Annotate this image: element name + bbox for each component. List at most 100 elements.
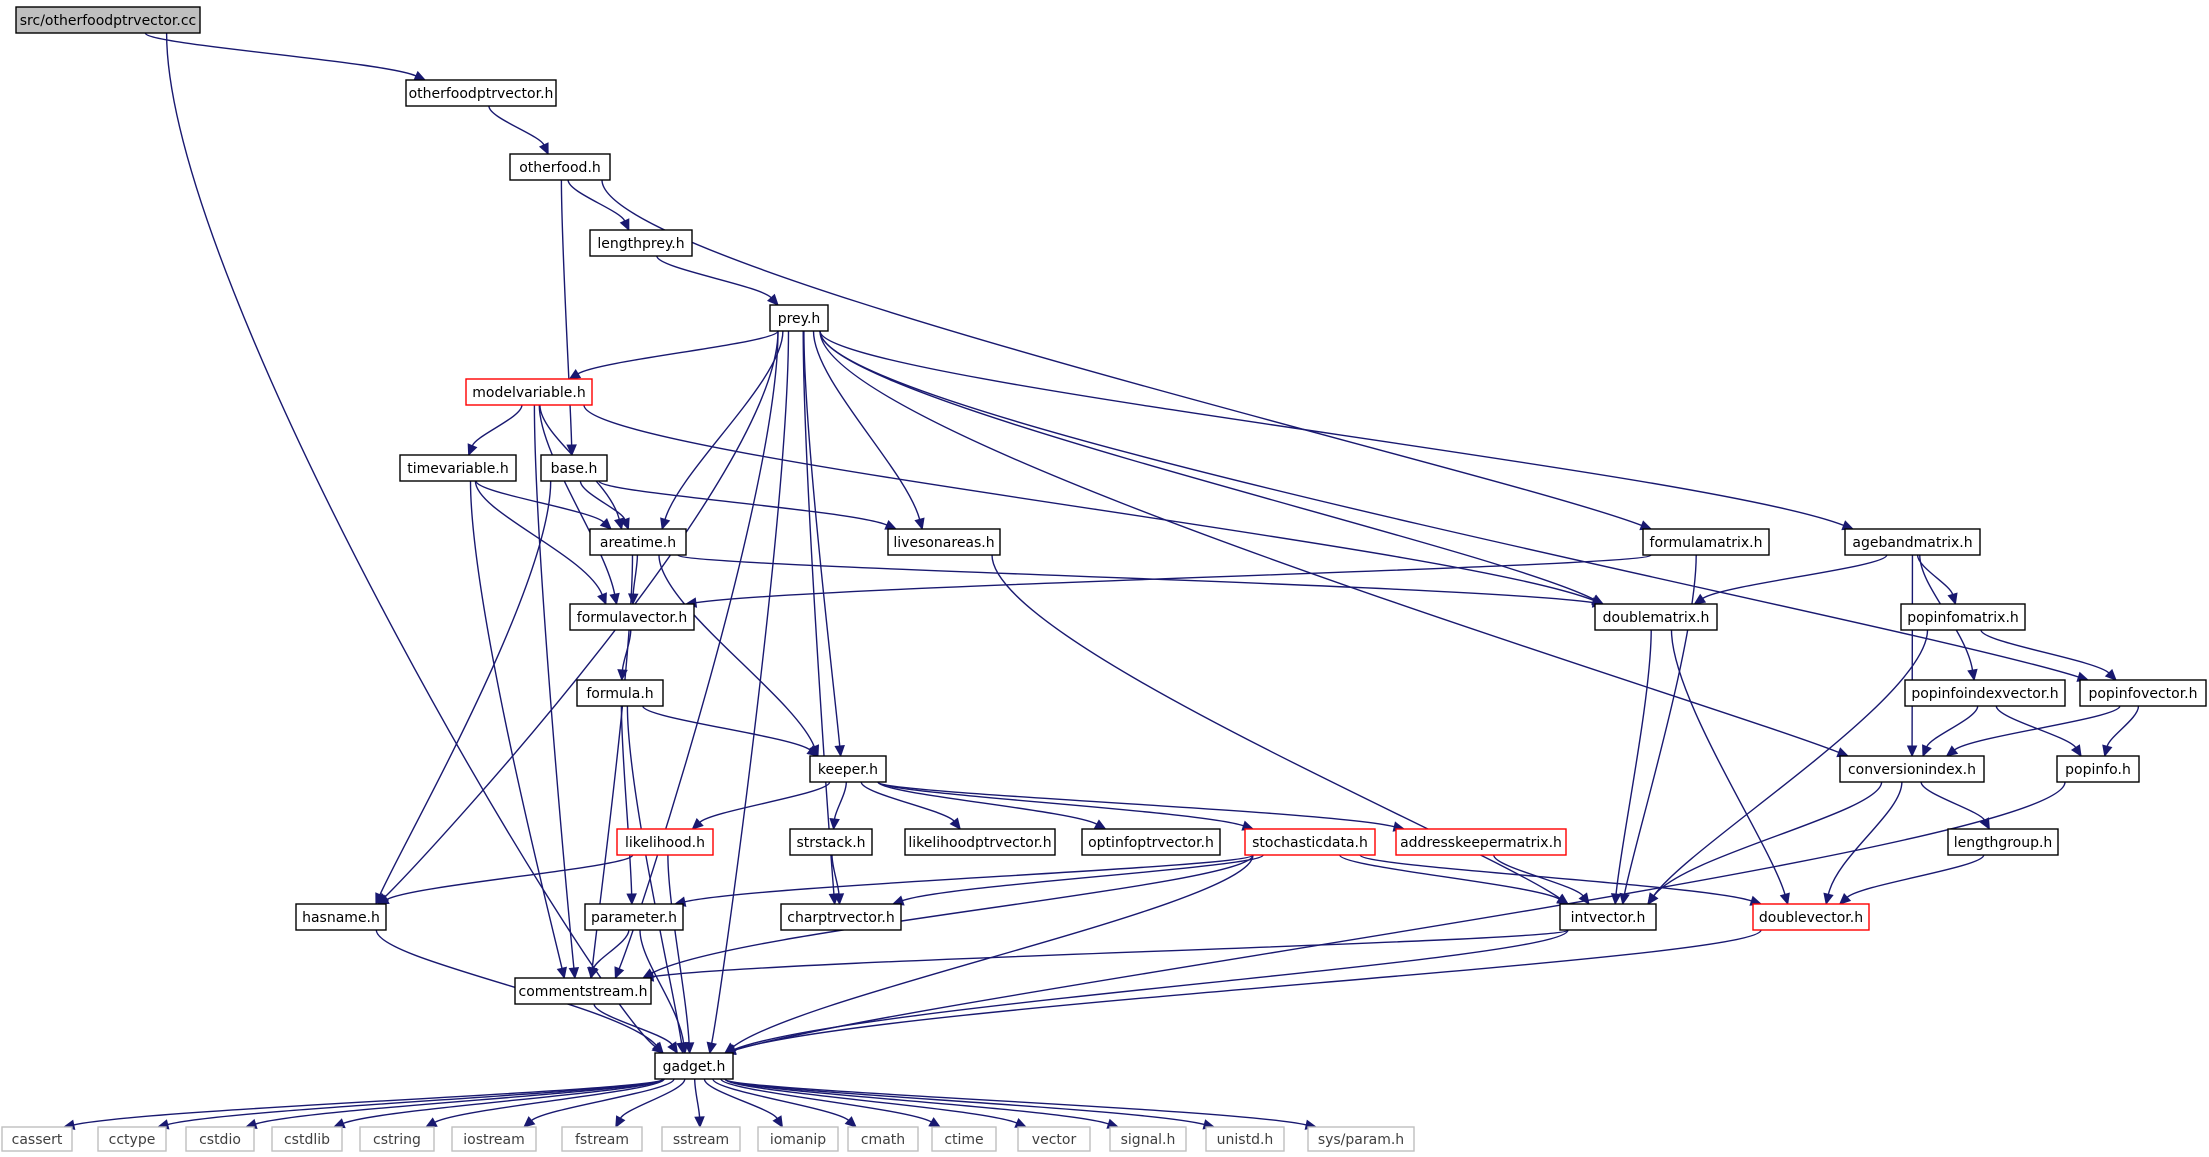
edge-likelihood_h-to-gadget_h xyxy=(667,854,695,1055)
edge-prey_h-to-commentstream_h xyxy=(614,330,779,980)
node-charptrvector-h[interactable]: charptrvector.h xyxy=(780,903,902,931)
edge-gadget_h-to-cassert xyxy=(62,1078,664,1130)
node-lengthprey-h[interactable]: lengthprey.h xyxy=(589,229,693,257)
node-box xyxy=(1947,828,2059,856)
arrowhead-icon xyxy=(1945,745,1959,757)
node-label: keeper.h xyxy=(818,762,878,778)
node-formulavector-h[interactable]: formulavector.h xyxy=(569,603,695,631)
node-box xyxy=(931,1126,997,1152)
node-base-h[interactable]: base.h xyxy=(540,454,608,482)
arrowhead-icon xyxy=(597,592,607,606)
arrowhead-icon xyxy=(834,745,845,758)
node-popinfovector-h[interactable]: popinfovector.h xyxy=(2079,679,2207,707)
edge-base_h-to-livesonareas_h xyxy=(598,480,898,530)
node-vector: vector xyxy=(1017,1126,1091,1152)
edge-line xyxy=(1846,854,1985,898)
node-commentstream-h[interactable]: commentstream.h xyxy=(514,977,652,1005)
node-label: doublematrix.h xyxy=(1603,610,1710,626)
node-popinfomatrix-h[interactable]: popinfomatrix.h xyxy=(1900,603,2026,631)
edge-modelvariable_h-to-commentstream_h xyxy=(533,404,580,980)
node-box xyxy=(514,977,652,1005)
node-timevariable-h[interactable]: timevariable.h xyxy=(399,454,517,482)
node-box xyxy=(654,1052,734,1080)
node-doublevector-h[interactable]: doublevector.h xyxy=(1752,903,1870,931)
node-iomanip: iomanip xyxy=(757,1126,839,1152)
node-ctime: ctime xyxy=(931,1126,997,1152)
node-lengthgroup-h[interactable]: lengthgroup.h xyxy=(1947,828,2059,856)
node-prey-h[interactable]: prey.h xyxy=(769,304,829,332)
edge-prey_h-to-agebandmatrix_h xyxy=(819,330,1855,531)
arrowhead-icon xyxy=(556,966,567,980)
edge-prey_h-to-keeper_h xyxy=(803,330,845,758)
edge-line xyxy=(720,1078,932,1123)
node-box xyxy=(1559,903,1657,931)
edge-timevariable_h-to-formulavector_h xyxy=(474,480,607,606)
edge-line xyxy=(488,105,545,146)
node-cctype: cctype xyxy=(97,1126,167,1152)
edge-formulavector_h-to-formula_h xyxy=(617,629,632,682)
node-label: cassert xyxy=(12,1132,63,1148)
node-label: gadget.h xyxy=(663,1059,726,1075)
edge-areatime_h-to-doublematrix_h xyxy=(677,554,1605,608)
node-cassert: cassert xyxy=(1,1126,73,1152)
node-areatime-h[interactable]: areatime.h xyxy=(589,528,687,556)
node-modelvariable-h[interactable]: modelvariable.h xyxy=(465,378,593,406)
node-hasname-h[interactable]: hasname.h xyxy=(295,903,387,931)
node-otherfood-h[interactable]: otherfood.h xyxy=(509,153,611,181)
arrowhead-icon xyxy=(1647,892,1659,905)
node-formulamatrix-h[interactable]: formulamatrix.h xyxy=(1642,528,1770,556)
node-gadget-h[interactable]: gadget.h xyxy=(654,1052,734,1080)
edge-line xyxy=(724,1078,1018,1124)
node-box xyxy=(616,828,714,856)
edge-stochasticdata_h-to-gadget_h xyxy=(724,854,1254,1054)
edge-parameter_h-to-commentstream_h xyxy=(588,929,630,980)
edge-otherfood_h-to-lengthprey_h xyxy=(567,179,630,232)
edge-conversionindex_h-to-intvector_h xyxy=(1647,781,1883,905)
node-box xyxy=(809,755,887,783)
node-src-cc[interactable]: src/otherfoodptrvector.cc xyxy=(15,6,201,34)
edge-line xyxy=(677,554,1594,604)
edge-line xyxy=(577,330,779,375)
node-box xyxy=(1081,828,1221,856)
node-popinfo-h[interactable]: popinfo.h xyxy=(2056,755,2140,783)
node-popinfoindexvector-h[interactable]: popinfoindexvector.h xyxy=(1904,679,2066,707)
node-addresskeepermatrix-h[interactable]: addresskeepermatrix.h xyxy=(1395,828,1567,856)
edge-line xyxy=(694,1078,701,1118)
edge-popinfovector_h-to-popinfo_h xyxy=(2102,705,2140,758)
edge-otherfoodptrvector_h-to-otherfood_h xyxy=(488,105,549,156)
edge-parameter_h-to-gadget_h xyxy=(639,929,689,1055)
edge-line xyxy=(710,330,790,1044)
node-optinfoptrvector-h[interactable]: optinfoptrvector.h xyxy=(1081,828,1221,856)
node-doublematrix-h[interactable]: doublematrix.h xyxy=(1594,603,1718,631)
node-stochasticdata-h[interactable]: stochasticdata.h xyxy=(1244,828,1376,856)
node-box xyxy=(1017,1126,1091,1152)
edge-line xyxy=(620,705,633,895)
node-likelihoodptrvector-h[interactable]: likelihoodptrvector.h xyxy=(904,828,1056,856)
node-keeper-h[interactable]: keeper.h xyxy=(809,755,887,783)
node-agebandmatrix-h[interactable]: agebandmatrix.h xyxy=(1844,528,1981,556)
node-label: prey.h xyxy=(778,311,821,327)
node-strstack-h[interactable]: strstack.h xyxy=(789,828,873,856)
edge-agebandmatrix_h-to-doublematrix_h xyxy=(1693,554,1888,605)
node-parameter-h[interactable]: parameter.h xyxy=(584,903,684,931)
node-formula-h[interactable]: formula.h xyxy=(576,679,664,707)
node-box xyxy=(589,229,693,257)
node-label: src/otherfoodptrvector.cc xyxy=(20,13,197,29)
edge-line xyxy=(734,781,2066,1051)
edge-prey_h-to-doublematrix_h xyxy=(819,330,1605,605)
node-conversionindex-h[interactable]: conversionindex.h xyxy=(1839,755,1985,783)
arrowhead-icon xyxy=(884,520,898,530)
edge-agebandmatrix_h-to-conversionindex_h xyxy=(1906,554,1918,758)
node-likelihood-h[interactable]: likelihood.h xyxy=(616,828,714,856)
edge-line xyxy=(642,705,811,751)
edge-line xyxy=(651,854,1254,974)
node-intvector-h[interactable]: intvector.h xyxy=(1559,903,1657,931)
node-otherfoodptrvector-h[interactable]: otherfoodptrvector.h xyxy=(405,79,557,107)
node-box xyxy=(661,1126,741,1152)
edge-line xyxy=(819,330,1839,754)
edge-line xyxy=(699,781,831,823)
node-label: cctype xyxy=(109,1132,156,1148)
node-livesonareas-h[interactable]: livesonareas.h xyxy=(887,528,1001,556)
edge-popinfomatrix_h-to-popinfovector_h xyxy=(1980,629,2117,681)
node-label: areatime.h xyxy=(600,535,676,551)
